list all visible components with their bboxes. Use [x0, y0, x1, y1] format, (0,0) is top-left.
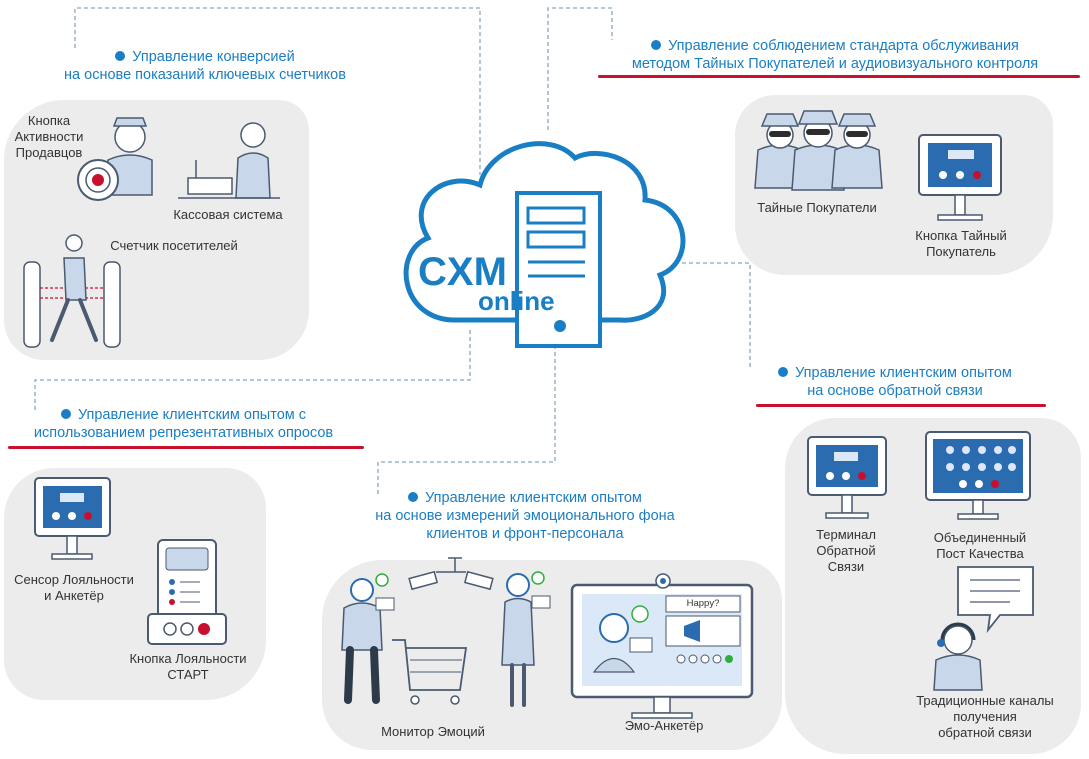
bullet-dot	[651, 40, 662, 51]
staff-figure-icon	[501, 571, 551, 707]
connector-surveys	[34, 330, 471, 410]
customer-figure-icon	[341, 573, 395, 704]
quality-post-monitor-icon	[925, 431, 1031, 520]
mystery-shoppers-icon	[754, 110, 883, 191]
happy-question-text: Happy?	[686, 598, 720, 609]
loyalty-start-button-icon	[147, 539, 227, 645]
heading-mystery: Управление соблюдением стандарта обслужи…	[631, 38, 1039, 72]
underline-mystery	[598, 75, 1080, 78]
connector-conversion	[74, 7, 481, 175]
label-visitor-counter: Счетчик посетителей	[110, 238, 238, 253]
seller-figure-icon	[107, 117, 153, 196]
connector-mystery	[547, 7, 613, 130]
connector-feedback	[675, 262, 751, 370]
label-emo-survey: Эмо-Анкетёр	[624, 718, 704, 733]
shopping-cart-icon	[392, 639, 468, 705]
cashier-icon	[178, 122, 280, 199]
server-slot-2	[526, 230, 586, 249]
loyalty-sensor-kiosk-icon	[34, 477, 111, 560]
ceiling-cameras-icon	[408, 557, 494, 591]
underline-feedback	[756, 404, 1046, 407]
server-led	[554, 320, 566, 332]
bullet-dot	[778, 367, 789, 378]
heading-emotion: Управление клиентским опытом на основе и…	[375, 490, 675, 542]
cxm-logo-line1: CXM	[418, 250, 507, 294]
connector-emotion	[377, 345, 556, 495]
feedback-terminal-icon	[807, 436, 887, 519]
bullet-dot	[408, 492, 419, 503]
label-emotion-monitor: Монитор Эмоций	[381, 724, 485, 739]
heading-conversion: Управление конверсией на основе показани…	[64, 49, 346, 83]
server-slot-1	[526, 206, 586, 225]
label-mystery-shoppers: Тайные Покупатели	[757, 200, 877, 215]
underline-surveys	[8, 446, 364, 449]
emo-survey-monitor-icon	[570, 573, 754, 719]
visitor-counter-icon	[23, 234, 121, 348]
label-cash-system: Кассовая система	[173, 207, 283, 222]
bullet-dot	[115, 51, 126, 62]
bullet-dot	[60, 409, 71, 420]
cxm-logo-line2: online	[478, 286, 555, 316]
operator-headset-icon	[933, 566, 1034, 691]
mystery-button-kiosk-icon	[918, 134, 1002, 221]
seller-activity-button-icon	[77, 159, 119, 201]
heading-surveys: Управление клиентским опытом с использов…	[33, 407, 334, 441]
heading-feedback: Управление клиентским опытом на основе о…	[745, 364, 1045, 400]
